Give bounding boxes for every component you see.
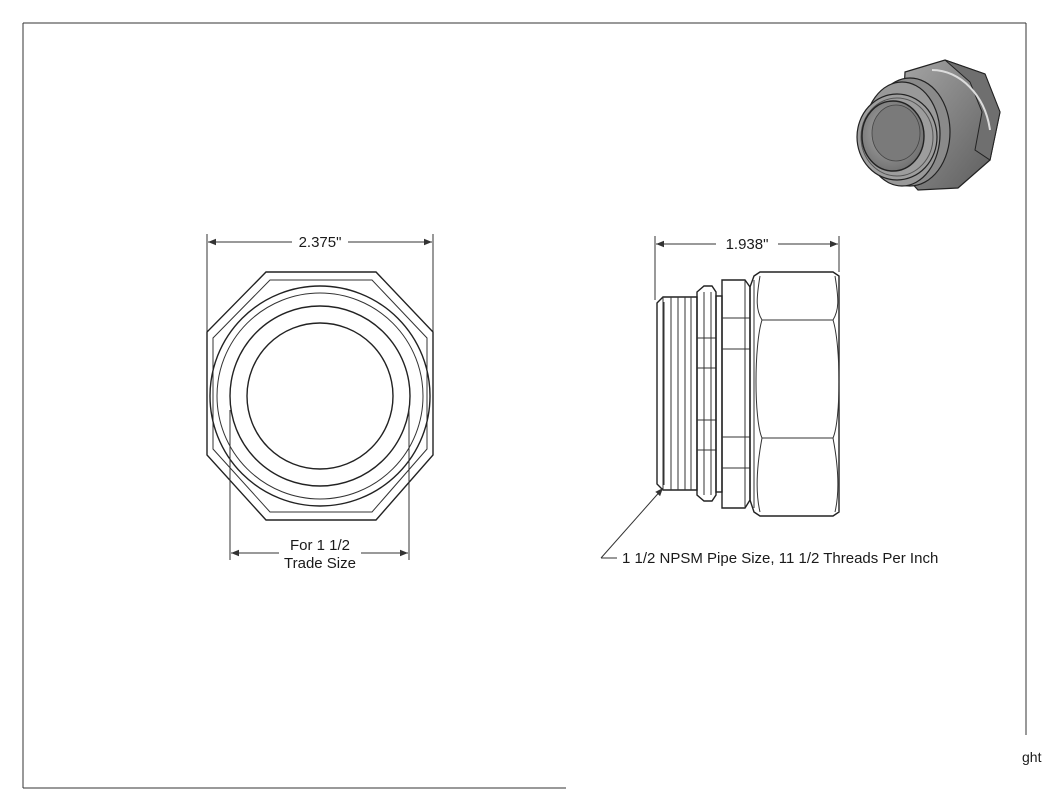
front-view: 2.375" For 1 1/2 Trade Size xyxy=(206,234,434,572)
threaded-section xyxy=(656,296,698,491)
compression-nut xyxy=(749,271,840,517)
thread-leader-line xyxy=(600,487,664,559)
trade-size-label-line1: For 1 1/2 xyxy=(290,537,350,554)
isometric-view xyxy=(856,59,1001,191)
outer-ring xyxy=(209,285,431,507)
inner-ring xyxy=(229,305,411,487)
corner-text-fragment: ght xyxy=(1022,749,1042,765)
bore xyxy=(246,322,394,470)
side-view: 1.938" xyxy=(600,236,938,567)
body-shoulder xyxy=(715,279,751,509)
length-dimension: 1.938" xyxy=(726,236,769,253)
thread-specification-note: 1 1/2 NPSM Pipe Size, 11 1/2 Threads Per… xyxy=(622,550,938,567)
overall-width-dimension: 2.375" xyxy=(299,234,342,251)
sheet-border xyxy=(22,22,1027,789)
trade-size-label-line2: Trade Size xyxy=(284,555,356,572)
hex-nut-outline xyxy=(206,271,434,521)
locknut xyxy=(696,285,717,502)
